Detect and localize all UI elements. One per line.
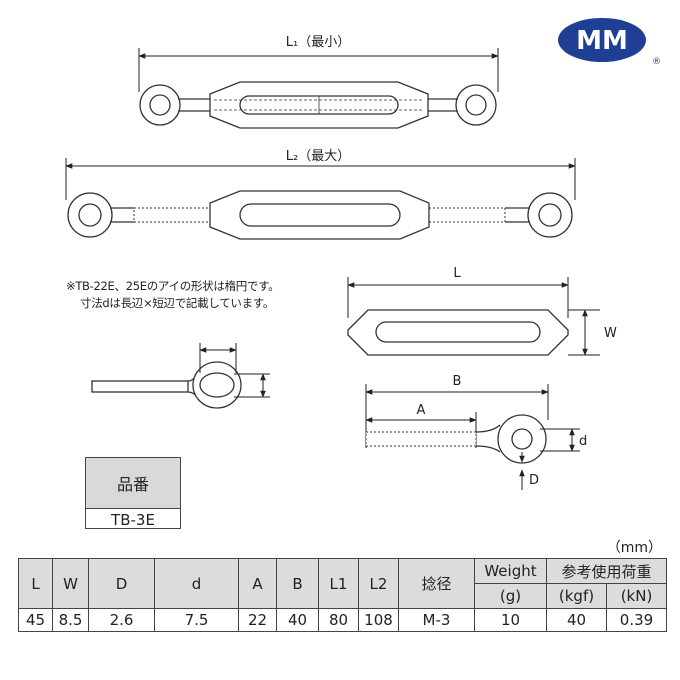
turnbuckle-min-view xyxy=(138,48,499,129)
cell-d-large: 2.6 xyxy=(88,608,155,632)
oval-eye-view xyxy=(91,343,270,409)
l2-label: L₂（最大） xyxy=(286,149,350,164)
header-thread: 捻径 xyxy=(398,558,475,609)
w-label: W xyxy=(604,326,617,341)
l-label: L xyxy=(453,266,461,281)
header-load-kn: (kN) xyxy=(605,583,668,609)
spec-data-row: 45 8.5 2.6 7.5 22 40 80 108 M-3 10 40 0.… xyxy=(18,608,668,632)
header-d-small: d xyxy=(154,558,239,609)
note-line-2: 寸法dは長辺×短辺で記載しています。 xyxy=(80,296,275,310)
header-weight-unit: (g) xyxy=(474,583,547,609)
cell-thread: M-3 xyxy=(398,608,475,632)
cell-b: 40 xyxy=(276,608,319,632)
header-l: L xyxy=(18,558,53,609)
cell-l: 45 xyxy=(18,608,53,632)
eye-bolt-view xyxy=(365,384,580,490)
logo-ellipse xyxy=(558,18,646,62)
header-a: A xyxy=(238,558,277,609)
spec-table: L W D d A B L1 L2 捻径 Weight 参考使用荷重 (g) (… xyxy=(18,558,668,632)
d-large-label: D xyxy=(529,473,539,488)
spec-subheader-row: (g) (kgf) (kN) xyxy=(19,583,668,609)
body-detail-view xyxy=(347,277,600,356)
header-weight: Weight xyxy=(474,558,547,584)
header-working-load: 参考使用荷重 xyxy=(545,558,668,584)
header-l1: L1 xyxy=(318,558,359,609)
cell-l1: 80 xyxy=(318,608,359,632)
cell-w: 8.5 xyxy=(52,608,89,632)
unit-label: （mm） xyxy=(606,540,662,556)
cell-d-small: 7.5 xyxy=(154,608,239,632)
turnbuckle-max-view xyxy=(65,158,576,240)
cell-a: 22 xyxy=(238,608,277,632)
cell-l2: 108 xyxy=(358,608,399,632)
spec-header-row: L W D d A B L1 L2 捻径 Weight 参考使用荷重 xyxy=(18,558,668,609)
part-number-value: TB-3E xyxy=(111,510,155,529)
shape-note: ※TB-22E、25Eのアイの形状は楕円です。 寸法dは長辺×短辺で記載していま… xyxy=(66,278,280,312)
header-load-kgf: (kgf) xyxy=(546,583,607,609)
header-l2: L2 xyxy=(358,558,399,609)
brand-logo: MM ® xyxy=(558,18,660,67)
part-number-header: 品番 xyxy=(86,458,180,509)
header-d-large: D xyxy=(88,558,155,609)
header-w: W xyxy=(52,558,89,609)
cell-weight: 10 xyxy=(474,608,547,632)
l1-label: L₁（最小） xyxy=(286,35,350,50)
logo-text: MM xyxy=(576,26,628,56)
cell-load-kgf: 40 xyxy=(546,608,607,632)
b-label: B xyxy=(453,374,462,389)
part-number-box: 品番 TB-3E xyxy=(85,457,181,529)
header-b: B xyxy=(276,558,319,609)
cell-load-kn: 0.39 xyxy=(605,608,668,632)
d-small-label: d xyxy=(579,434,587,449)
logo-registered-mark: ® xyxy=(652,57,660,67)
turnbuckle-drawing: L₁（最小） L₂（最大） xyxy=(65,35,617,490)
note-line-1: ※TB-22E、25Eのアイの形状は楕円です。 xyxy=(66,279,280,293)
a-label: A xyxy=(417,403,426,418)
